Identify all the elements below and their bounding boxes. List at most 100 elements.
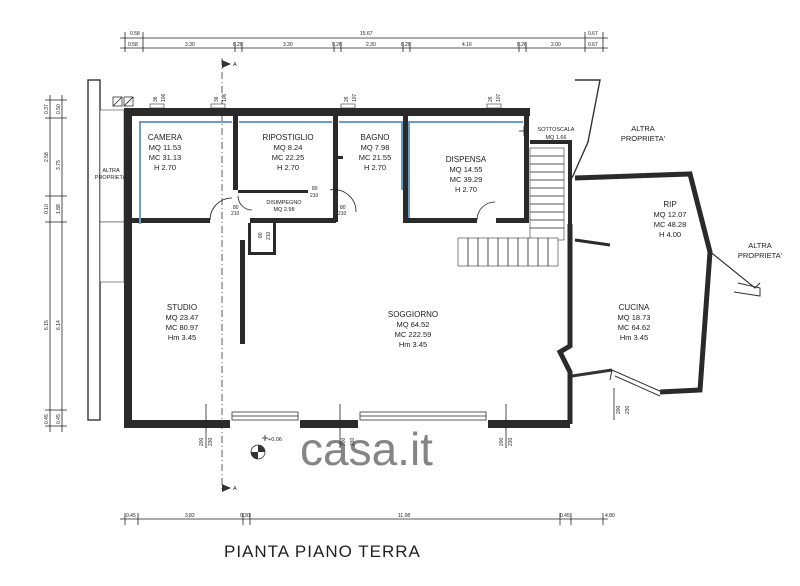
dim-top-8: 0.26 <box>517 42 527 48</box>
door-mark-6: 80 <box>258 232 264 238</box>
room-dispensa-area: MQ 14.55 <box>450 165 483 174</box>
room-soggiorno-name: SOGGIORNO <box>388 310 438 319</box>
room-bagno-volume: MC 21.55 <box>359 153 392 162</box>
wall-mark-7: 107 <box>496 93 502 102</box>
room-bagno-area: MQ 7.98 <box>361 143 390 152</box>
room-studio-name: STUDIO <box>167 303 197 312</box>
room-camera-area: MQ 11.53 <box>149 143 181 152</box>
door-mark-7: 210 <box>266 231 272 240</box>
room-studio: STUDIO MQ 23.47 MC 80.97 Hm 3.45 <box>166 303 199 342</box>
room-soggiorno-volume: MC 222.59 <box>395 330 432 339</box>
window-mark-7: 230 <box>625 405 631 414</box>
dim-top-10: 0.67 <box>588 42 598 48</box>
dim-bottom-3: 11.08 <box>398 513 410 519</box>
room-rip-volume: MC 48.28 <box>654 220 687 229</box>
room-camera-name: CAMERA <box>148 133 183 142</box>
dim-left-inner-2: 1.88 <box>56 204 62 214</box>
room-cucina-name: CUCINA <box>619 303 650 312</box>
room-cucina-height: Hm 3.45 <box>620 333 648 342</box>
altra-left-line-1: ALTRA <box>102 168 120 174</box>
wall-mark-2: 36 <box>214 96 220 102</box>
room-ripostiglio-volume: MC 22.25 <box>272 153 305 162</box>
room-dispensa-name: DISPENSA <box>446 155 487 164</box>
room-dispensa-height: H 2.70 <box>455 185 477 194</box>
dim-bottom-1: 3.82 <box>185 513 195 519</box>
room-soggiorno-height: Hm 3.45 <box>399 340 427 349</box>
door-mark-3: 210 <box>310 193 319 199</box>
room-rip: RIP MQ 12.07 MC 48.28 H 4.00 <box>654 200 687 239</box>
dim-top-5: 2.30 <box>366 42 376 48</box>
dim-left-outer-0: 0.37 <box>44 104 50 114</box>
room-sottoscala: SOTTOSCALA MQ 1.66 <box>538 127 575 141</box>
room-studio-height: Hm 3.45 <box>168 333 196 342</box>
window-mark-2: 200 <box>341 437 347 446</box>
dim-top-7: 4.16 <box>462 42 472 48</box>
window-mark-5: 230 <box>508 437 514 446</box>
opening-marks: 36 106 36 106 26 107 26 107 80 210 80 21… <box>153 93 631 448</box>
door-mark-2: 80 <box>312 186 318 192</box>
room-dispensa-volume: MC 39.29 <box>450 175 483 184</box>
dim-top-4: 0.26 <box>332 42 342 48</box>
room-rip-name: RIP <box>663 200 676 209</box>
section-line: A A <box>221 58 237 492</box>
window-mark-6: 200 <box>616 405 622 414</box>
room-soggiorno: SOGGIORNO MQ 64.52 MC 222.59 Hm 3.45 <box>388 310 438 349</box>
altra-right-line-2: PROPRIETA' <box>738 251 783 260</box>
watermark: casa.it <box>300 423 433 475</box>
dim-left-outer-4: 0.45 <box>44 414 50 424</box>
dim-top-3: 3.30 <box>283 42 293 48</box>
door-mark-0: 80 <box>233 205 239 211</box>
room-studio-area: MQ 23.47 <box>166 313 199 322</box>
insulation-lines <box>139 121 523 224</box>
room-disimpegno-area: MQ 2.98 <box>273 207 294 213</box>
room-camera-volume: MC 31.13 <box>149 153 182 162</box>
dim-top-right-edge: 0.67 <box>588 31 598 37</box>
room-bagno: BAGNO MQ 7.98 MC 21.55 H 2.70 <box>359 133 392 172</box>
top-dimension-lines: 0.58 15.67 0.67 0.58 3.30 0.26 3.30 0.26… <box>120 31 608 52</box>
dim-bottom-5: 4.80 <box>605 513 615 519</box>
room-ripostiglio: RIPOSTIGLIO MQ 8.24 MC 22.25 H 2.70 <box>262 133 313 172</box>
room-ripostiglio-name: RIPOSTIGLIO <box>262 133 313 142</box>
left-dimension-lines: 0.37 2.58 0.10 6.15 0.45 0.50 3.75 1.88 … <box>44 95 67 432</box>
room-cucina: CUCINA MQ 18.73 MC 64.62 Hm 3.45 <box>618 303 651 342</box>
dim-left-inner-1: 3.75 <box>56 160 62 170</box>
room-ripostiglio-height: H 2.70 <box>277 163 299 172</box>
dim-left-outer-3: 6.15 <box>44 320 50 330</box>
section-a-top: A <box>233 62 237 68</box>
dim-top-6: 0.26 <box>401 42 411 48</box>
wall-mark-1: 106 <box>161 93 167 102</box>
dim-left-inner-0: 0.50 <box>56 104 62 114</box>
room-soggiorno-area: MQ 64.52 <box>397 320 430 329</box>
room-sottoscala-area: MQ 1.66 <box>545 135 566 141</box>
room-sottoscala-name: SOTTOSCALA <box>538 127 575 133</box>
window-mark-4: 200 <box>499 437 505 446</box>
wall-mark-4: 26 <box>344 96 350 102</box>
altra-right-line-1: ALTRA <box>748 241 772 250</box>
dim-left-inner-4: 0.45 <box>56 414 62 424</box>
dim-top-9: 2.00 <box>551 42 561 48</box>
door-swings <box>209 189 496 221</box>
dim-left-outer-1: 2.58 <box>44 152 50 162</box>
wall-mark-0: 36 <box>153 96 159 102</box>
dim-top-total: 15.67 <box>360 31 373 37</box>
dim-top-left-edge: 0.58 <box>130 31 140 37</box>
dim-left-outer-2: 0.10 <box>44 204 50 214</box>
wall-mark-5: 107 <box>352 93 358 102</box>
staircase <box>457 126 565 267</box>
room-cucina-volume: MC 64.62 <box>618 323 651 332</box>
room-disimpegno: DISIMPEGNO MQ 2.98 <box>266 200 302 213</box>
dim-top-2: 0.26 <box>233 42 243 48</box>
walls <box>112 96 713 428</box>
room-bagno-height: H 2.70 <box>364 163 386 172</box>
wall-mark-6: 26 <box>488 96 494 102</box>
dim-bottom-2: 0.30 <box>240 513 250 519</box>
level-value: +0.06 <box>268 437 282 443</box>
dim-top-1: 3.30 <box>185 42 195 48</box>
altra-top-line-2: PROPRIETA' <box>621 134 666 143</box>
level-marker: +0.06 <box>250 435 282 460</box>
room-camera: CAMERA MQ 11.53 MC 31.13 H 2.70 <box>148 133 183 172</box>
dim-bottom-0: 0.45 <box>126 513 136 519</box>
room-studio-volume: MC 80.97 <box>166 323 199 332</box>
door-mark-1: 210 <box>231 211 240 217</box>
room-disimpegno-name: DISIMPEGNO <box>266 200 302 206</box>
